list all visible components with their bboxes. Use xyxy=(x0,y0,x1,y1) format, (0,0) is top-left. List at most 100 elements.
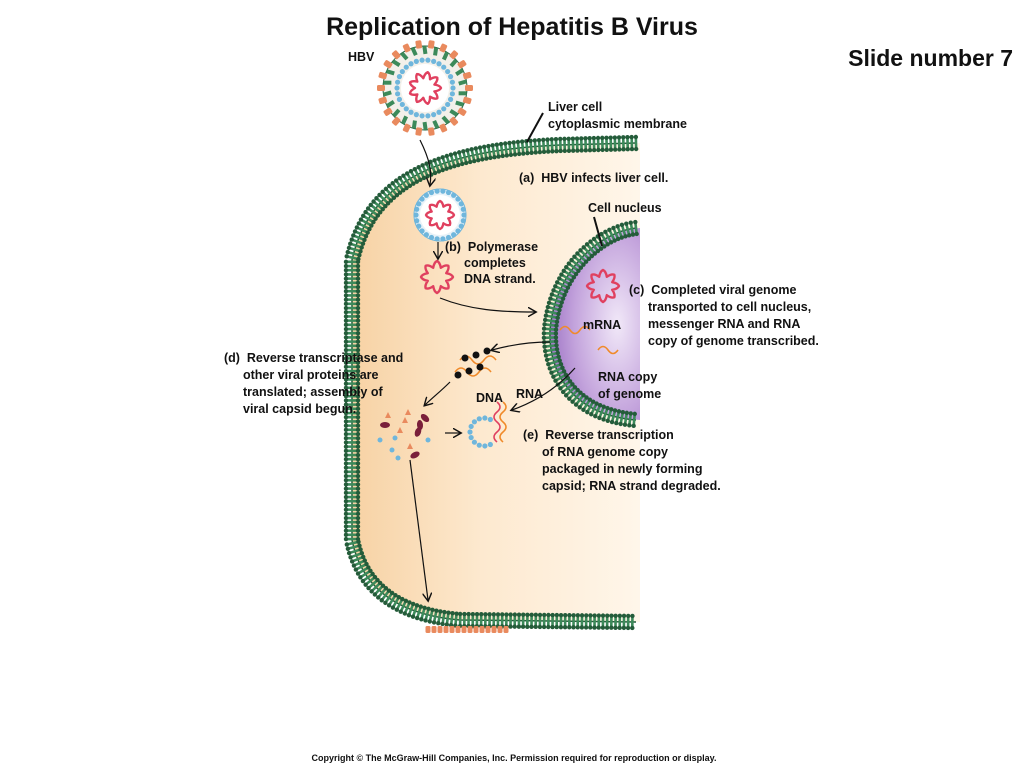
lipid-head xyxy=(617,613,623,619)
lipid-head xyxy=(558,362,564,367)
surface-antigen xyxy=(427,40,435,49)
lipid-head xyxy=(604,625,610,630)
lipid-head xyxy=(343,263,349,269)
lipid-head xyxy=(408,169,414,174)
lipid-head xyxy=(407,600,412,605)
lipid-head xyxy=(343,440,349,445)
capsid-protein xyxy=(458,201,464,207)
lipid-head xyxy=(546,612,551,618)
lipid-head xyxy=(541,335,547,340)
lipid-head xyxy=(343,360,349,365)
lipid-head xyxy=(355,465,361,470)
lipid-head xyxy=(567,625,572,630)
lipid-head xyxy=(542,317,548,323)
viral-protein xyxy=(416,420,424,430)
lipid-head xyxy=(617,625,622,631)
lipid-head xyxy=(477,145,483,150)
capsid-protein xyxy=(428,189,435,196)
lipid-head xyxy=(592,251,597,256)
lipid-head xyxy=(579,148,584,153)
lipid-head xyxy=(609,625,614,630)
lipid-head xyxy=(508,612,513,617)
lipid-head xyxy=(613,613,618,618)
lipid-head xyxy=(556,311,561,317)
lipid-head xyxy=(525,612,530,617)
lipid-head xyxy=(579,625,585,630)
lipid-head xyxy=(609,613,614,618)
capsid-protein xyxy=(419,196,425,202)
lipid-head xyxy=(378,210,383,215)
lipid-head xyxy=(553,339,559,344)
lipid-head xyxy=(554,323,559,328)
surface-antigen xyxy=(497,626,503,633)
capsid-protein xyxy=(396,96,403,102)
mrna-strand-cytoplasm xyxy=(454,367,492,377)
lipid-head xyxy=(452,151,458,156)
lipid-head xyxy=(503,141,508,146)
lipid-head xyxy=(487,612,492,617)
lipid-head xyxy=(557,358,562,363)
lipid-head xyxy=(624,410,630,416)
lipid-head xyxy=(373,216,378,221)
lipid-head xyxy=(620,409,626,415)
envelope-lipid xyxy=(410,47,418,57)
lipid-head xyxy=(600,135,605,141)
lipid-head xyxy=(541,326,547,331)
lipid-head xyxy=(390,605,396,610)
lipid-head xyxy=(626,233,632,238)
lipid-head xyxy=(571,625,576,630)
lipid-head xyxy=(343,356,349,361)
lipid-head xyxy=(576,268,581,274)
lipid-head xyxy=(355,528,361,533)
lipid-head xyxy=(570,148,576,153)
lipid-head xyxy=(512,152,518,157)
lipid-head xyxy=(621,613,627,619)
lipid-head xyxy=(584,613,589,618)
surface-antigen xyxy=(449,626,455,633)
capsid-protein xyxy=(392,435,398,441)
capsid-protein xyxy=(403,106,409,112)
lipid-head xyxy=(355,469,361,475)
lipid-head xyxy=(355,490,361,496)
capsid-protein xyxy=(455,196,461,202)
capsid-protein xyxy=(487,441,493,448)
lipid-head xyxy=(462,611,467,617)
lipid-head xyxy=(355,515,361,521)
lipid-head xyxy=(590,399,596,404)
lipid-head xyxy=(354,225,360,230)
lipid-head xyxy=(525,150,530,156)
capsid-protein xyxy=(413,58,419,64)
lipid-head xyxy=(619,235,624,240)
lipid-head xyxy=(533,624,538,630)
label-rna-copy: RNA copy of genome xyxy=(598,370,661,401)
lipid-head xyxy=(389,590,395,596)
lipid-head xyxy=(515,139,521,145)
lipid-head xyxy=(353,567,359,572)
capsid-protein xyxy=(425,57,431,63)
lipid-head xyxy=(601,404,606,409)
lipid-head xyxy=(343,293,349,298)
lipid-head xyxy=(343,352,349,357)
lipid-head xyxy=(355,381,361,386)
lipid-head xyxy=(549,370,554,375)
lipid-head xyxy=(343,478,349,483)
lipid-head xyxy=(595,248,601,254)
lipid-head xyxy=(383,204,388,209)
lipid-head xyxy=(407,183,413,189)
lipid-head xyxy=(608,147,614,152)
lipid-head xyxy=(355,356,361,361)
capsid-protein xyxy=(423,232,429,238)
capsid-protein xyxy=(450,85,456,91)
lipid-head xyxy=(484,156,489,161)
lipid-head xyxy=(355,410,361,416)
lipid-head xyxy=(355,259,361,265)
lipid-head xyxy=(597,403,603,408)
surface-antigen xyxy=(462,71,472,80)
lipid-head xyxy=(622,422,628,427)
lipid-head xyxy=(529,150,534,155)
lipid-head xyxy=(343,482,349,487)
lipid-head xyxy=(572,254,577,259)
lipid-head xyxy=(404,185,409,191)
lipid-head xyxy=(376,595,381,600)
